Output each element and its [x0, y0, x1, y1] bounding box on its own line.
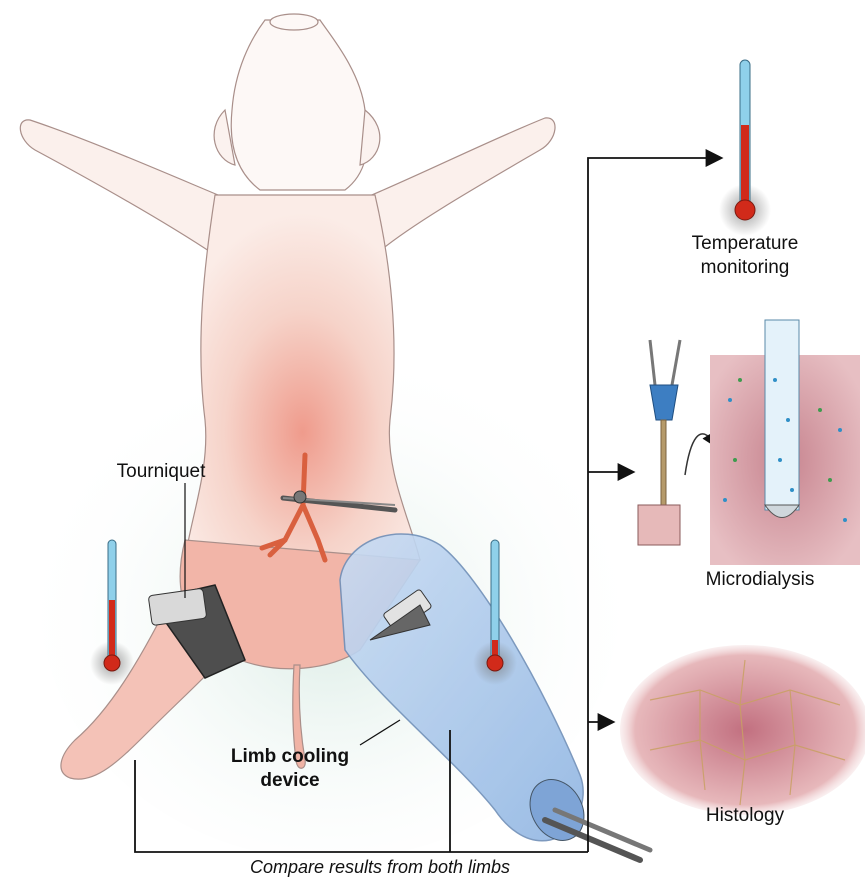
temperature-monitoring-line1: Temperature [660, 232, 830, 256]
limb-cooling-line2: device [200, 769, 380, 793]
histology-tissue [620, 645, 865, 815]
limb-cooling-device-label: Limb cooling device [200, 745, 380, 793]
temperature-monitoring-line2: monitoring [660, 256, 830, 280]
probe-icon [638, 340, 715, 545]
microdialysis-label: Microdialysis [680, 568, 840, 592]
compare-caption: Compare results from both limbs [180, 855, 580, 879]
tourniquet-label: Tourniquet [96, 460, 226, 484]
thermometer-icon [719, 60, 771, 236]
limb-cooling-line1: Limb cooling [200, 745, 380, 769]
microdialysis-tissue [710, 320, 860, 565]
histology-label: Histology [670, 804, 820, 828]
temperature-monitoring-label: Temperature monitoring [660, 232, 830, 280]
